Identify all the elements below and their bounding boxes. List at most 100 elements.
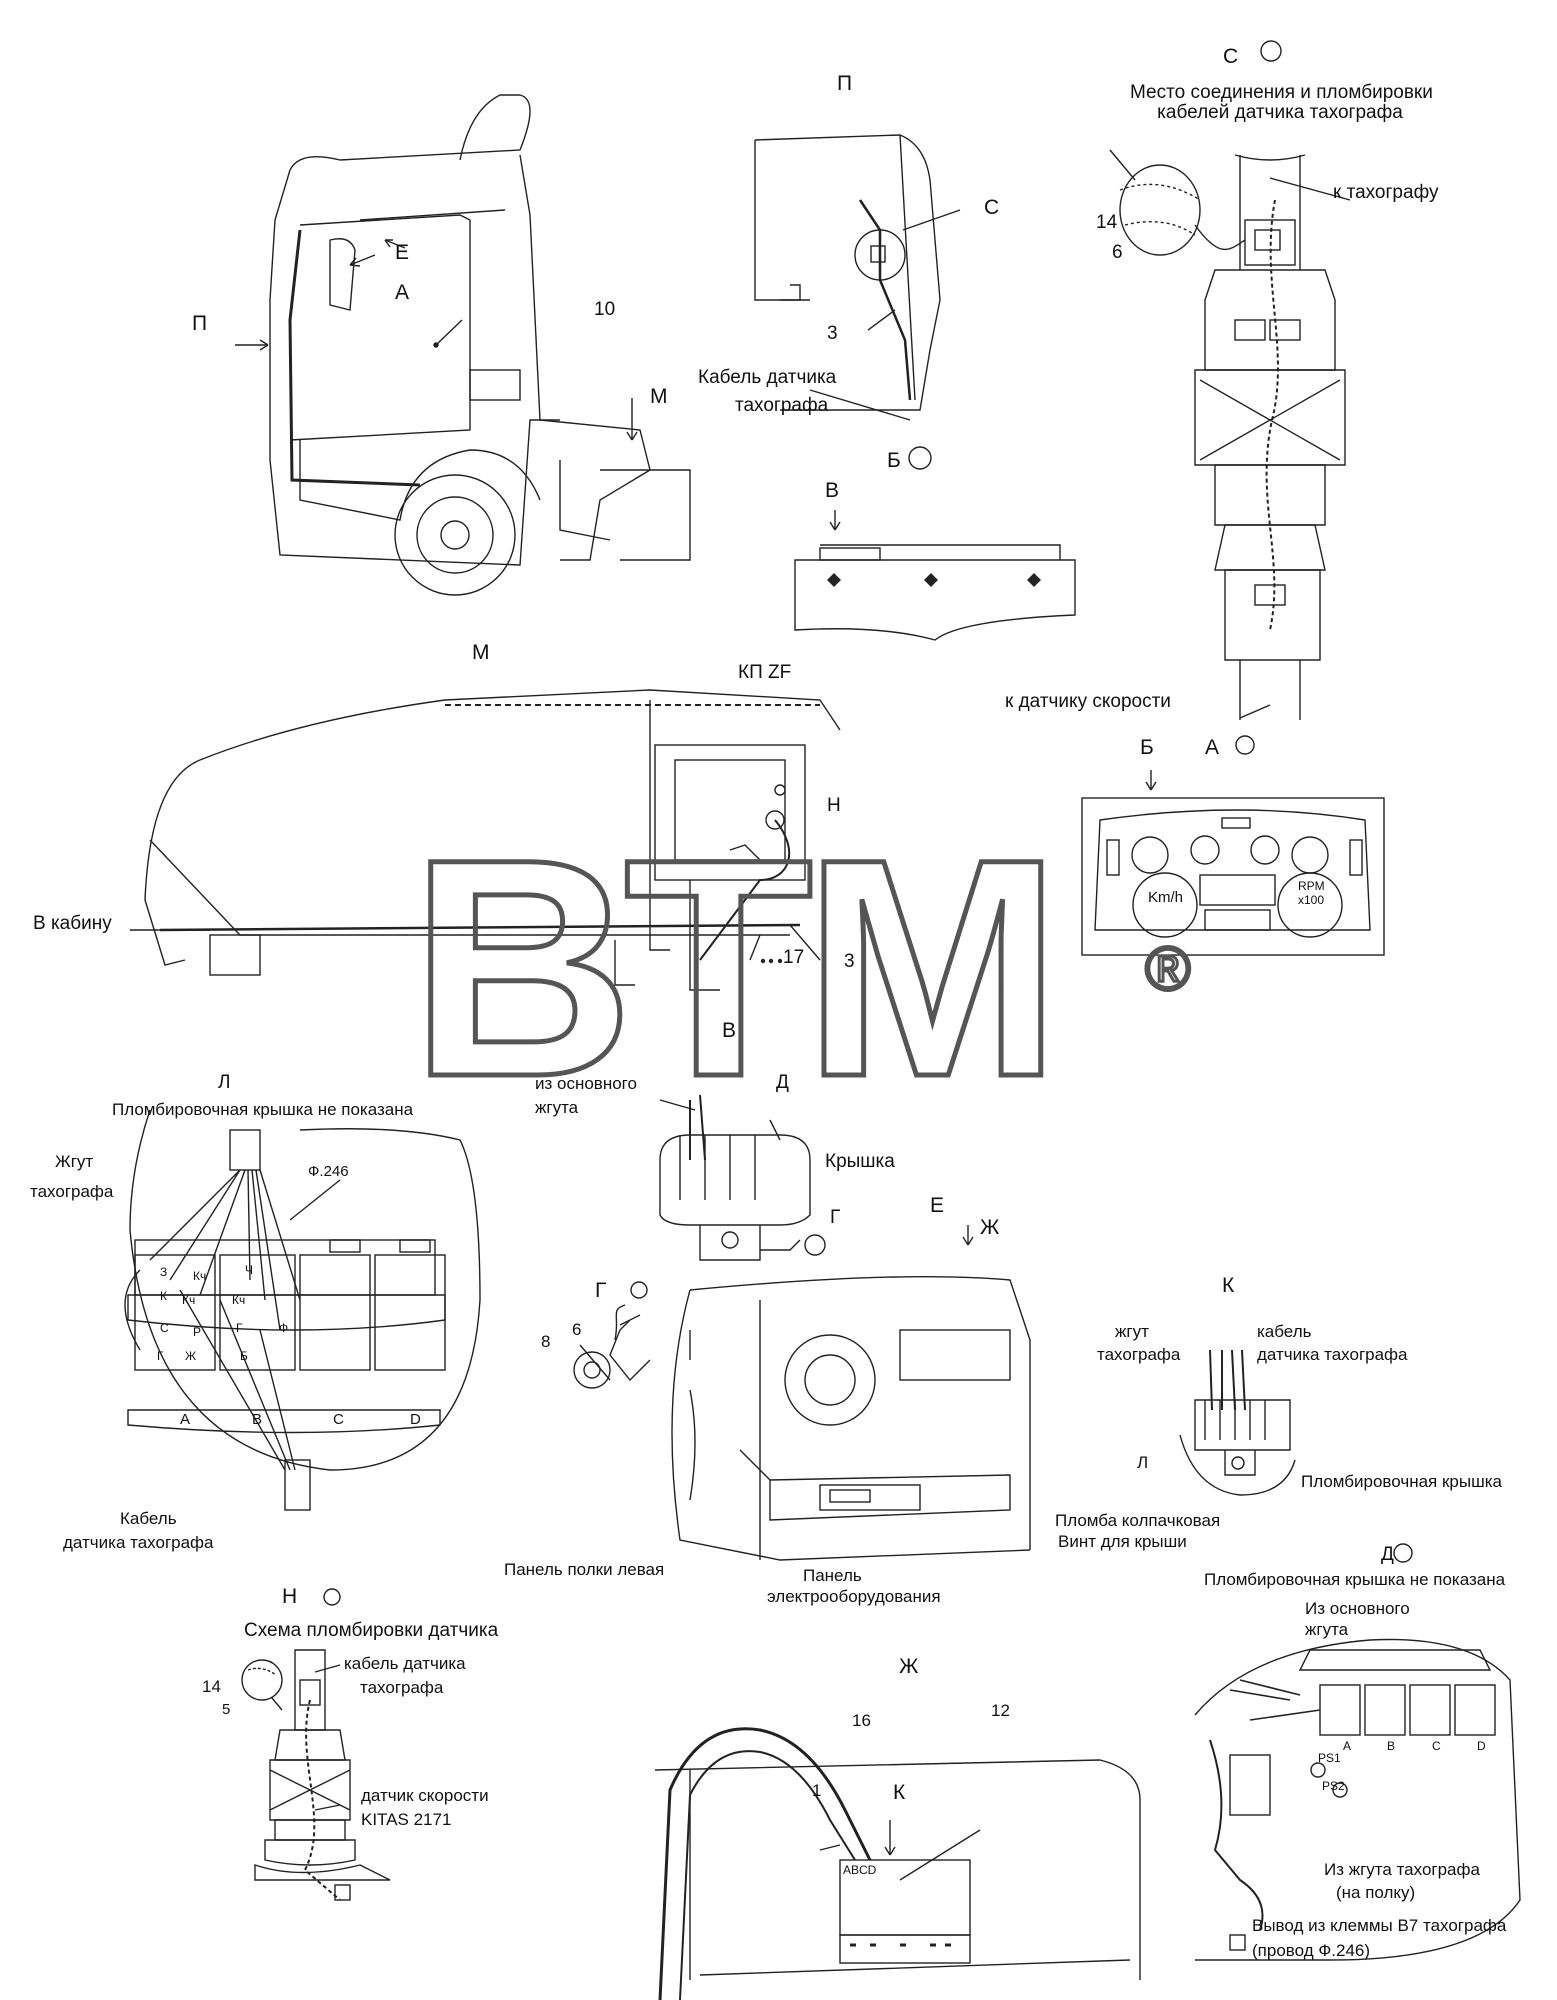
- view-v-panel: [794, 446, 1076, 641]
- pos-16: 16: [852, 1711, 871, 1730]
- x100-label: x100: [1298, 893, 1325, 907]
- l-pin-z: З: [160, 1265, 168, 1279]
- view-l-connector: [124, 1109, 481, 1511]
- view-n-caption: Схема пломбировки датчика: [244, 1620, 499, 1641]
- l-section-b: B: [252, 1411, 263, 1428]
- view-k-title: К: [1222, 1274, 1235, 1297]
- view-n-circ-label: Н: [282, 1585, 298, 1608]
- pos-l: Л: [1137, 1453, 1149, 1472]
- d-b7-label-1: Вывод из клеммы В7 тахографа: [1252, 1916, 1507, 1935]
- truck-cab-view: [235, 94, 691, 596]
- l-pin-kch1: Кч: [193, 1269, 207, 1283]
- d-from-main-label-1: Из основного: [1305, 1599, 1410, 1618]
- elec-panel-label-1: Панель: [803, 1566, 862, 1585]
- view-g-seal: [573, 1281, 651, 1389]
- l-pin-g: Г: [157, 1349, 164, 1363]
- cable-k-label-2: датчика тахографа: [1257, 1345, 1408, 1364]
- view-m-chassis: [130, 689, 841, 991]
- pos-n: Н: [827, 795, 841, 816]
- watermark-text: BTM: [410, 845, 1051, 1095]
- cable-k-label-1: кабель: [1257, 1322, 1312, 1341]
- pos-v: В: [722, 1019, 737, 1042]
- seal-cap-label: Пломба колпачковая: [1055, 1511, 1221, 1530]
- view-d-overview: [1194, 1543, 1521, 1961]
- view-e-shelf: [671, 1225, 1031, 1561]
- l-pin-zh: Ж: [185, 1349, 197, 1363]
- pos-c: С: [984, 196, 1000, 219]
- cable-sensor-line1: Кабель датчика: [698, 367, 837, 388]
- view-p-cab: [754, 134, 961, 421]
- pos-1: 1: [812, 1781, 822, 1800]
- d-b7-label-2: (провод Ф.246): [1252, 1941, 1371, 1960]
- pos-g: Г: [830, 1207, 841, 1228]
- view-n-sensor: [241, 1588, 391, 1901]
- cable-sensor-line2: тахографа: [735, 395, 829, 416]
- l-pin-r: Р: [193, 1325, 202, 1339]
- cover-label: Крышка: [825, 1151, 895, 1172]
- cable-b-label-1: Кабель: [120, 1509, 177, 1528]
- view-m-title: М: [472, 641, 490, 664]
- l-pin-k: К: [160, 1289, 167, 1303]
- harness-k-label-1: жгут: [1115, 1322, 1149, 1341]
- cable-n-label-2: тахографа: [360, 1678, 444, 1697]
- pos-3b: 3: [844, 951, 855, 972]
- rpm-label: RPM: [1298, 879, 1325, 893]
- view-c-caption-2: кабелей датчика тахографа: [1157, 102, 1403, 123]
- l-pin-s: С: [160, 1321, 169, 1335]
- to-cab-label: В кабину: [33, 913, 112, 934]
- pos-12: 12: [991, 1701, 1010, 1720]
- view-zh-title: Ж: [899, 1655, 919, 1678]
- harness-k-label-2: тахографа: [1097, 1345, 1181, 1364]
- d-from-tacho-label-2: (на полку): [1336, 1883, 1416, 1902]
- view-e-label: Е: [395, 241, 410, 264]
- pos-17: 17: [783, 947, 805, 968]
- l-pin-kch3: Кч: [232, 1293, 246, 1307]
- d-from-main-label-2: жгута: [1305, 1620, 1349, 1639]
- l-section-d: D: [410, 1411, 421, 1428]
- pos-d: Д: [776, 1072, 789, 1093]
- pos-k: К: [893, 1781, 906, 1804]
- l-pin-ch: Ч: [245, 1263, 253, 1277]
- shelf-panel-label: Панель полки левая: [504, 1560, 665, 1579]
- pos-6a: 6: [1112, 242, 1123, 263]
- seal-cover-label: Пломбировочная крышка: [1301, 1472, 1502, 1491]
- pos-14a: 14: [1096, 212, 1118, 233]
- view-a-circ-label: А: [1205, 736, 1220, 759]
- view-c-caption-1: Место соединения и пломбировки: [1130, 82, 1433, 103]
- d-ps1: PS1: [1318, 1751, 1341, 1765]
- kp-zf-label: КП ZF: [738, 662, 792, 683]
- screw-cover-label: Винт для крыши: [1058, 1532, 1187, 1551]
- watermark-mark: ®: [1145, 935, 1191, 1004]
- view-b-cluster: [1081, 735, 1385, 956]
- d-section-c: C: [1432, 1739, 1441, 1753]
- kmh-label: Km/h: [1148, 889, 1184, 906]
- to-speed-sensor-label: к датчику скорости: [1005, 691, 1171, 712]
- view-a-label: А: [395, 281, 410, 304]
- cable-b-label-2: датчика тахографа: [63, 1533, 214, 1552]
- l-section-c: C: [333, 1411, 344, 1428]
- view-p-title: П: [837, 72, 853, 95]
- wire-246-label: Ф.246: [308, 1163, 349, 1180]
- view-d-caption: Пломбировочная крышка не показана: [1204, 1570, 1506, 1589]
- view-p-arrow-label: П: [192, 312, 208, 335]
- view-g-circ-label: Г: [595, 1279, 607, 1302]
- d-section-a: A: [1343, 1739, 1352, 1753]
- to-tacho-label: к тахографу: [1333, 182, 1439, 203]
- view-b2-label: Б: [1140, 736, 1154, 759]
- cable-n-label-1: кабель датчика: [344, 1654, 466, 1673]
- view-c-title: С: [1223, 45, 1239, 68]
- view-zh-arrow-label: Ж: [980, 1216, 1000, 1239]
- view-c-seal: [1109, 40, 1351, 720]
- harness-label-1: Жгут: [55, 1152, 94, 1171]
- pos-5: 5: [222, 1701, 231, 1718]
- d-section-b: B: [1387, 1739, 1396, 1753]
- l-section-a: A: [180, 1411, 191, 1428]
- l-pin-b: Б: [240, 1349, 248, 1363]
- elec-panel-label-2: электрооборудования: [767, 1587, 941, 1606]
- harness-label-2: тахографа: [30, 1182, 114, 1201]
- d-from-tacho-label-1: Из жгута тахографа: [1324, 1860, 1480, 1879]
- speed-sensor-label-1: датчик скорости: [361, 1786, 489, 1805]
- pos-8: 8: [541, 1332, 551, 1351]
- view-l-caption: Пломбировочная крышка не показана: [112, 1100, 414, 1119]
- view-d-circ-label: Д: [1381, 1544, 1394, 1565]
